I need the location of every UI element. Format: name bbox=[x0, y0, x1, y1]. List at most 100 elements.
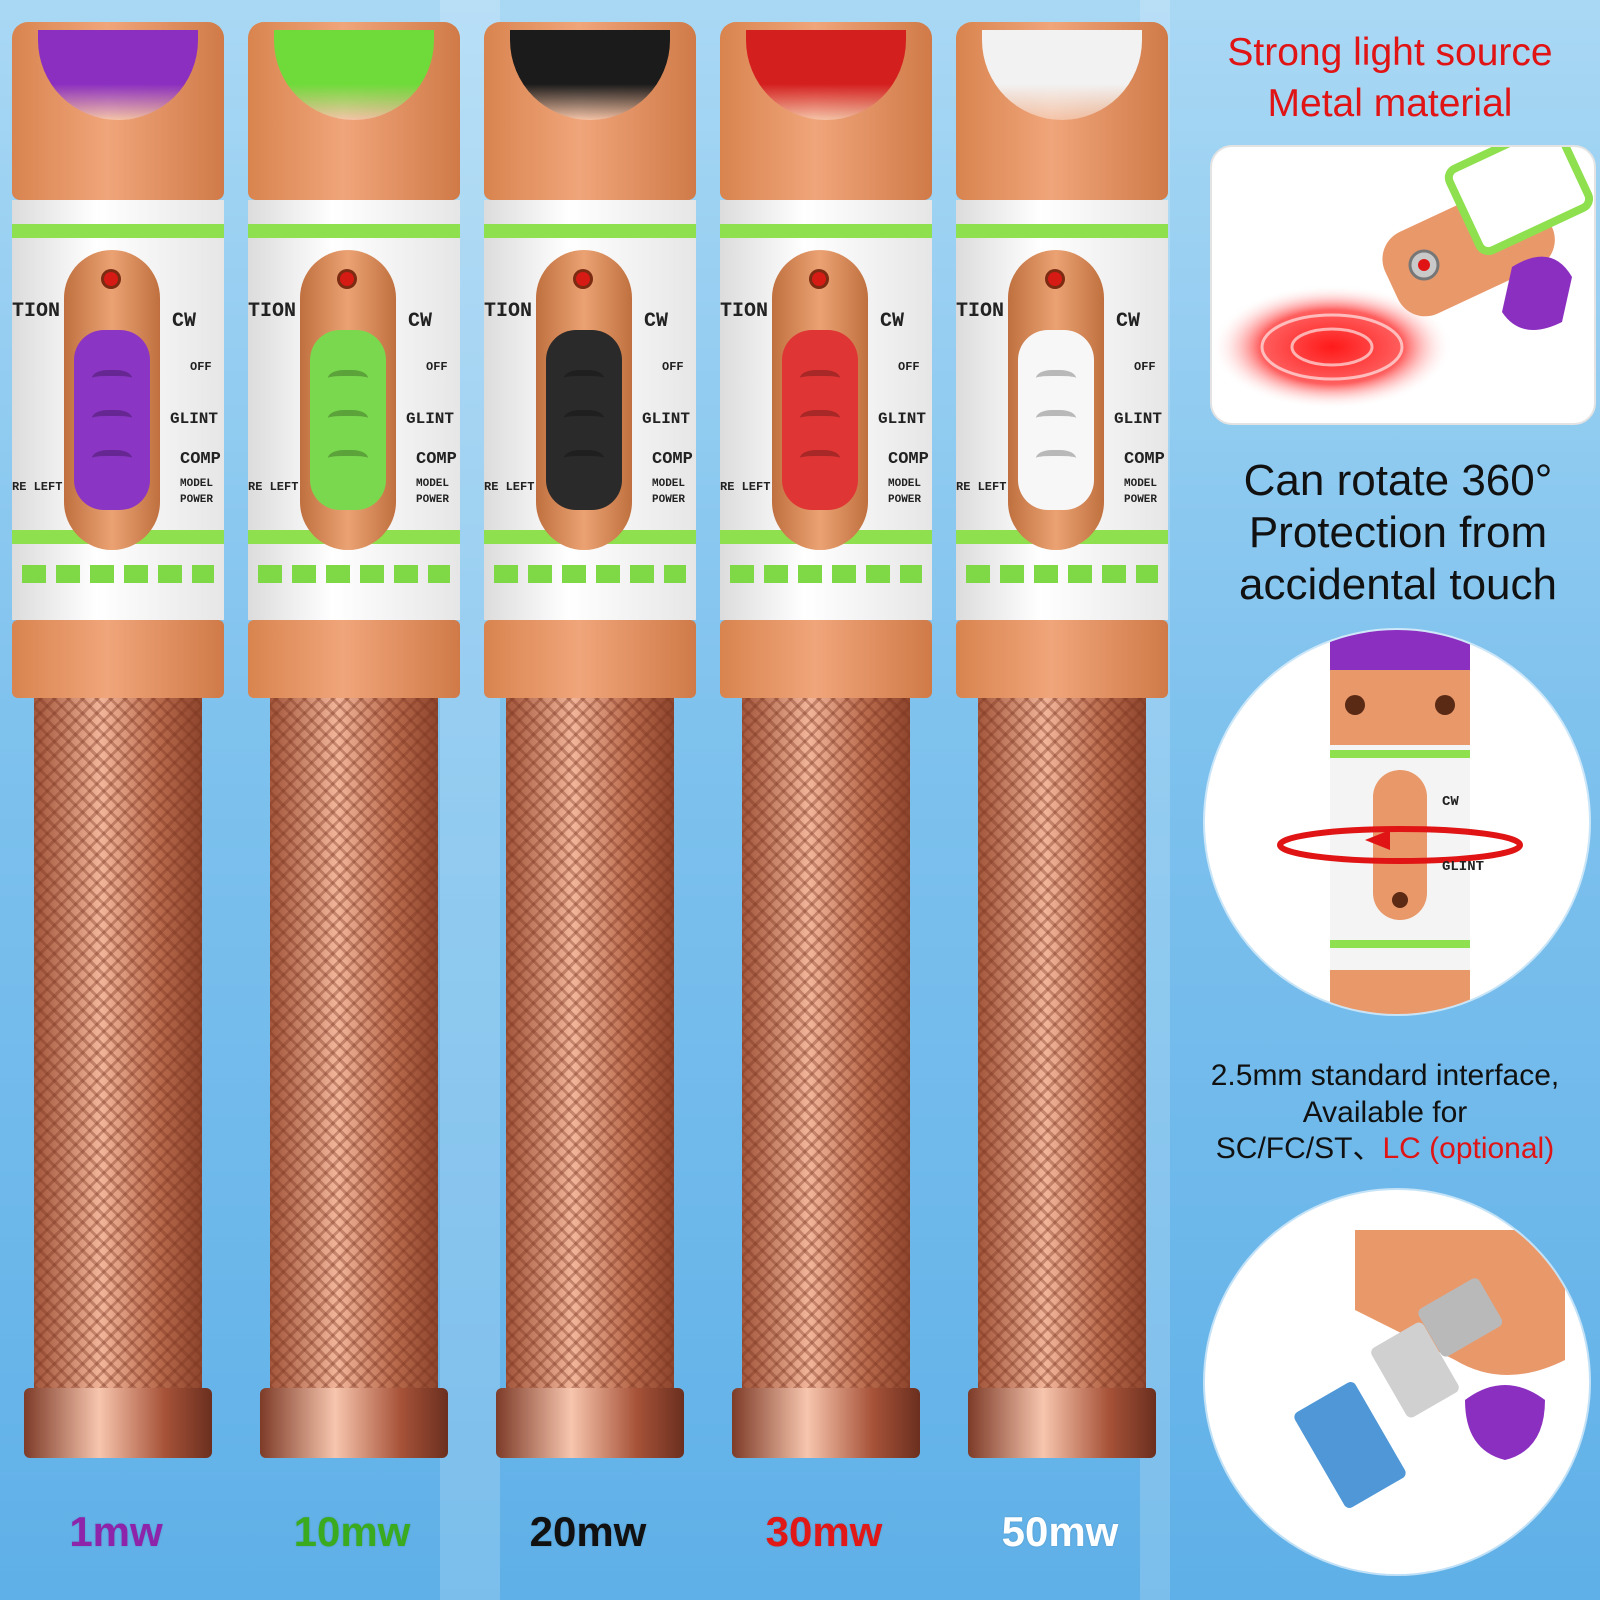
laser-pen: TION CW OFF GLINT COMP MODEL POWER RE LE… bbox=[956, 22, 1168, 1472]
knurled-metal-body bbox=[506, 698, 674, 1388]
pen-cap bbox=[12, 22, 224, 200]
label-tion: TION bbox=[720, 300, 769, 323]
pen-end-cap bbox=[732, 1388, 920, 1458]
pen-cap bbox=[248, 22, 460, 200]
pen-collar bbox=[956, 620, 1168, 698]
mode-switch-slider[interactable] bbox=[74, 330, 150, 510]
label-tion: TION bbox=[956, 300, 1005, 323]
label-cw: CW bbox=[644, 310, 669, 333]
cap-color-window bbox=[510, 30, 670, 120]
label-off: OFF bbox=[1134, 360, 1156, 374]
switch-slot bbox=[1008, 250, 1104, 550]
feature-light-text: Strong light source Metal material bbox=[1190, 28, 1590, 129]
knurled-metal-body bbox=[34, 698, 202, 1388]
label-cw: CW bbox=[880, 310, 905, 333]
pen-label-band: TION CW OFF GLINT COMP MODEL POWER RE LE… bbox=[12, 200, 224, 620]
label-left: RE LEFT bbox=[248, 480, 299, 494]
pen-label-band: TION CW OFF GLINT COMP MODEL POWER RE LE… bbox=[248, 200, 460, 620]
indicator-led bbox=[812, 272, 826, 286]
indicator-led bbox=[104, 272, 118, 286]
label-off: OFF bbox=[426, 360, 448, 374]
label-model: MODEL bbox=[888, 478, 922, 490]
cap-color-window bbox=[274, 30, 434, 120]
label-power: POWER bbox=[1124, 494, 1158, 506]
pen-end-cap bbox=[260, 1388, 448, 1458]
feature-rotate-text: Can rotate 360° Protection from accident… bbox=[1200, 455, 1596, 611]
switch-slot bbox=[536, 250, 632, 550]
label-model: MODEL bbox=[1124, 478, 1158, 490]
svg-text:CW: CW bbox=[1442, 794, 1459, 810]
feature-light-line1: Strong light source bbox=[1227, 31, 1553, 74]
label-left: RE LEFT bbox=[484, 480, 535, 494]
laser-pen: TION CW OFF GLINT COMP MODEL POWER RE LE… bbox=[12, 22, 224, 1472]
label-comp: COMP bbox=[416, 450, 457, 469]
laser-pen: TION CW OFF GLINT COMP MODEL POWER RE LE… bbox=[248, 22, 460, 1472]
label-off: OFF bbox=[662, 360, 684, 374]
label-power: POWER bbox=[652, 494, 686, 506]
cap-color-window bbox=[746, 30, 906, 120]
svg-text:GLINT: GLINT bbox=[1442, 859, 1484, 875]
mode-switch-slider[interactable] bbox=[310, 330, 386, 510]
label-glint: GLINT bbox=[170, 410, 219, 428]
power-label: 10mw bbox=[293, 1508, 411, 1555]
laser-pen: TION CW OFF GLINT COMP MODEL POWER RE LE… bbox=[484, 22, 696, 1472]
power-label: 1mw bbox=[69, 1508, 163, 1555]
rotation-illustration: CW GLINT bbox=[1277, 630, 1523, 1014]
switch-slot bbox=[64, 250, 160, 550]
knurled-metal-body bbox=[978, 698, 1146, 1388]
power-label: 30mw bbox=[765, 1508, 883, 1555]
feature-interface-line3: SC/FC/ST、LC (optional) bbox=[1170, 1131, 1600, 1168]
label-tion: TION bbox=[484, 300, 533, 323]
cap-color-window bbox=[38, 30, 198, 120]
label-tion: TION bbox=[12, 300, 61, 323]
laser-pen: TION CW OFF GLINT COMP MODEL POWER RE LE… bbox=[720, 22, 932, 1472]
label-tion: TION bbox=[248, 300, 297, 323]
mode-switch-slider[interactable] bbox=[1018, 330, 1094, 510]
label-left: RE LEFT bbox=[956, 480, 1007, 494]
indicator-led bbox=[576, 272, 590, 286]
knurled-metal-body bbox=[742, 698, 910, 1388]
feature-light-line2: Metal material bbox=[1267, 81, 1513, 125]
feature-rotate-line3: accidental touch bbox=[1239, 559, 1557, 609]
label-power: POWER bbox=[180, 494, 214, 506]
label-power: POWER bbox=[888, 494, 922, 506]
switch-slot bbox=[772, 250, 868, 550]
label-left: RE LEFT bbox=[720, 480, 771, 494]
label-left: RE LEFT bbox=[12, 480, 63, 494]
label-comp: COMP bbox=[888, 450, 929, 469]
pen-cap bbox=[720, 22, 932, 200]
label-cw: CW bbox=[172, 310, 197, 333]
label-cw: CW bbox=[1116, 310, 1141, 333]
switch-slot bbox=[300, 250, 396, 550]
indicator-led bbox=[340, 272, 354, 286]
pen-label-band: TION CW OFF GLINT COMP MODEL POWER RE LE… bbox=[720, 200, 932, 620]
feature-rotate-line1: Can rotate 360° bbox=[1243, 456, 1553, 505]
mode-switch-slider[interactable] bbox=[782, 330, 858, 510]
power-label: 20mw bbox=[529, 1508, 647, 1555]
pen-cap bbox=[484, 22, 696, 200]
interface-detail-photo bbox=[1205, 1190, 1589, 1574]
interface-optional: LC (optional) bbox=[1382, 1132, 1555, 1166]
pen-cap bbox=[956, 22, 1168, 200]
pen-label-band: TION CW OFF GLINT COMP MODEL POWER RE LE… bbox=[484, 200, 696, 620]
label-glint: GLINT bbox=[878, 410, 927, 428]
knurled-metal-body bbox=[270, 698, 438, 1388]
rotate-detail-photo: CW GLINT bbox=[1205, 630, 1589, 1014]
pen-label-band: TION CW OFF GLINT COMP MODEL POWER RE LE… bbox=[956, 200, 1168, 620]
label-model: MODEL bbox=[652, 478, 686, 490]
connector-illustration bbox=[1294, 1230, 1565, 1508]
pen-end-cap bbox=[24, 1388, 212, 1458]
laser-beam-illustration bbox=[1212, 147, 1594, 409]
feature-rotate-line2: Protection from bbox=[1248, 507, 1548, 557]
mode-switch-slider[interactable] bbox=[546, 330, 622, 510]
feature-interface-line1: 2.5mm standard interface, bbox=[1210, 1059, 1560, 1092]
label-off: OFF bbox=[190, 360, 212, 374]
label-cw: CW bbox=[408, 310, 433, 333]
label-comp: COMP bbox=[652, 450, 693, 469]
power-label: 50mw bbox=[1001, 1508, 1119, 1555]
pen-end-cap bbox=[968, 1388, 1156, 1458]
pen-end-cap bbox=[496, 1388, 684, 1458]
pen-collar bbox=[720, 620, 932, 698]
light-source-photo bbox=[1210, 145, 1596, 425]
indicator-led bbox=[1048, 272, 1062, 286]
